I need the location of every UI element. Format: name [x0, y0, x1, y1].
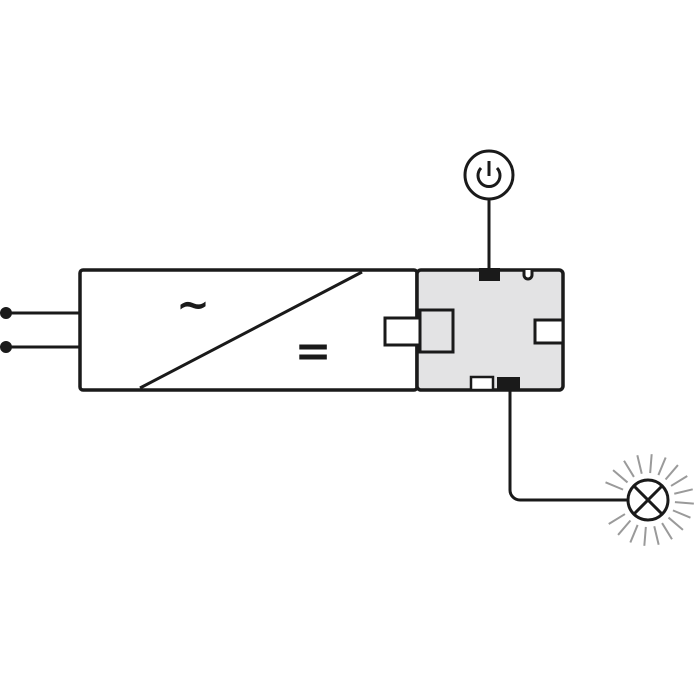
- lamp-ray: [649, 454, 653, 474]
- lamp-ray: [674, 501, 694, 505]
- lamp-ray: [643, 526, 647, 546]
- dc-symbol: =: [295, 326, 332, 377]
- mains-input-icon: [0, 307, 80, 353]
- lamp-ray: [674, 488, 693, 495]
- lamp-ray: [623, 460, 635, 478]
- lamp-wire: [508, 390, 628, 502]
- lamp-ray: [636, 455, 643, 474]
- lamp-ray: [670, 475, 688, 487]
- control-unit-icon: [383, 268, 565, 392]
- lamp-ray: [672, 509, 691, 519]
- lamp-ray: [617, 519, 632, 536]
- lamp-ray: [661, 522, 673, 540]
- lamp-ray: [612, 469, 629, 484]
- lamp-ray: [629, 524, 639, 543]
- lamp-icon: [605, 454, 694, 546]
- power-switch-icon: [463, 149, 515, 270]
- lamp-ray: [653, 526, 660, 545]
- lamp-ray: [667, 516, 684, 531]
- ac-symbol: ~: [176, 282, 210, 328]
- lamp-ray: [608, 513, 626, 525]
- lamp-ray: [605, 481, 624, 491]
- lamp-ray: [657, 457, 667, 476]
- lamp-ray: [664, 464, 679, 481]
- ac-dc-converter-icon: ~ =: [78, 268, 419, 392]
